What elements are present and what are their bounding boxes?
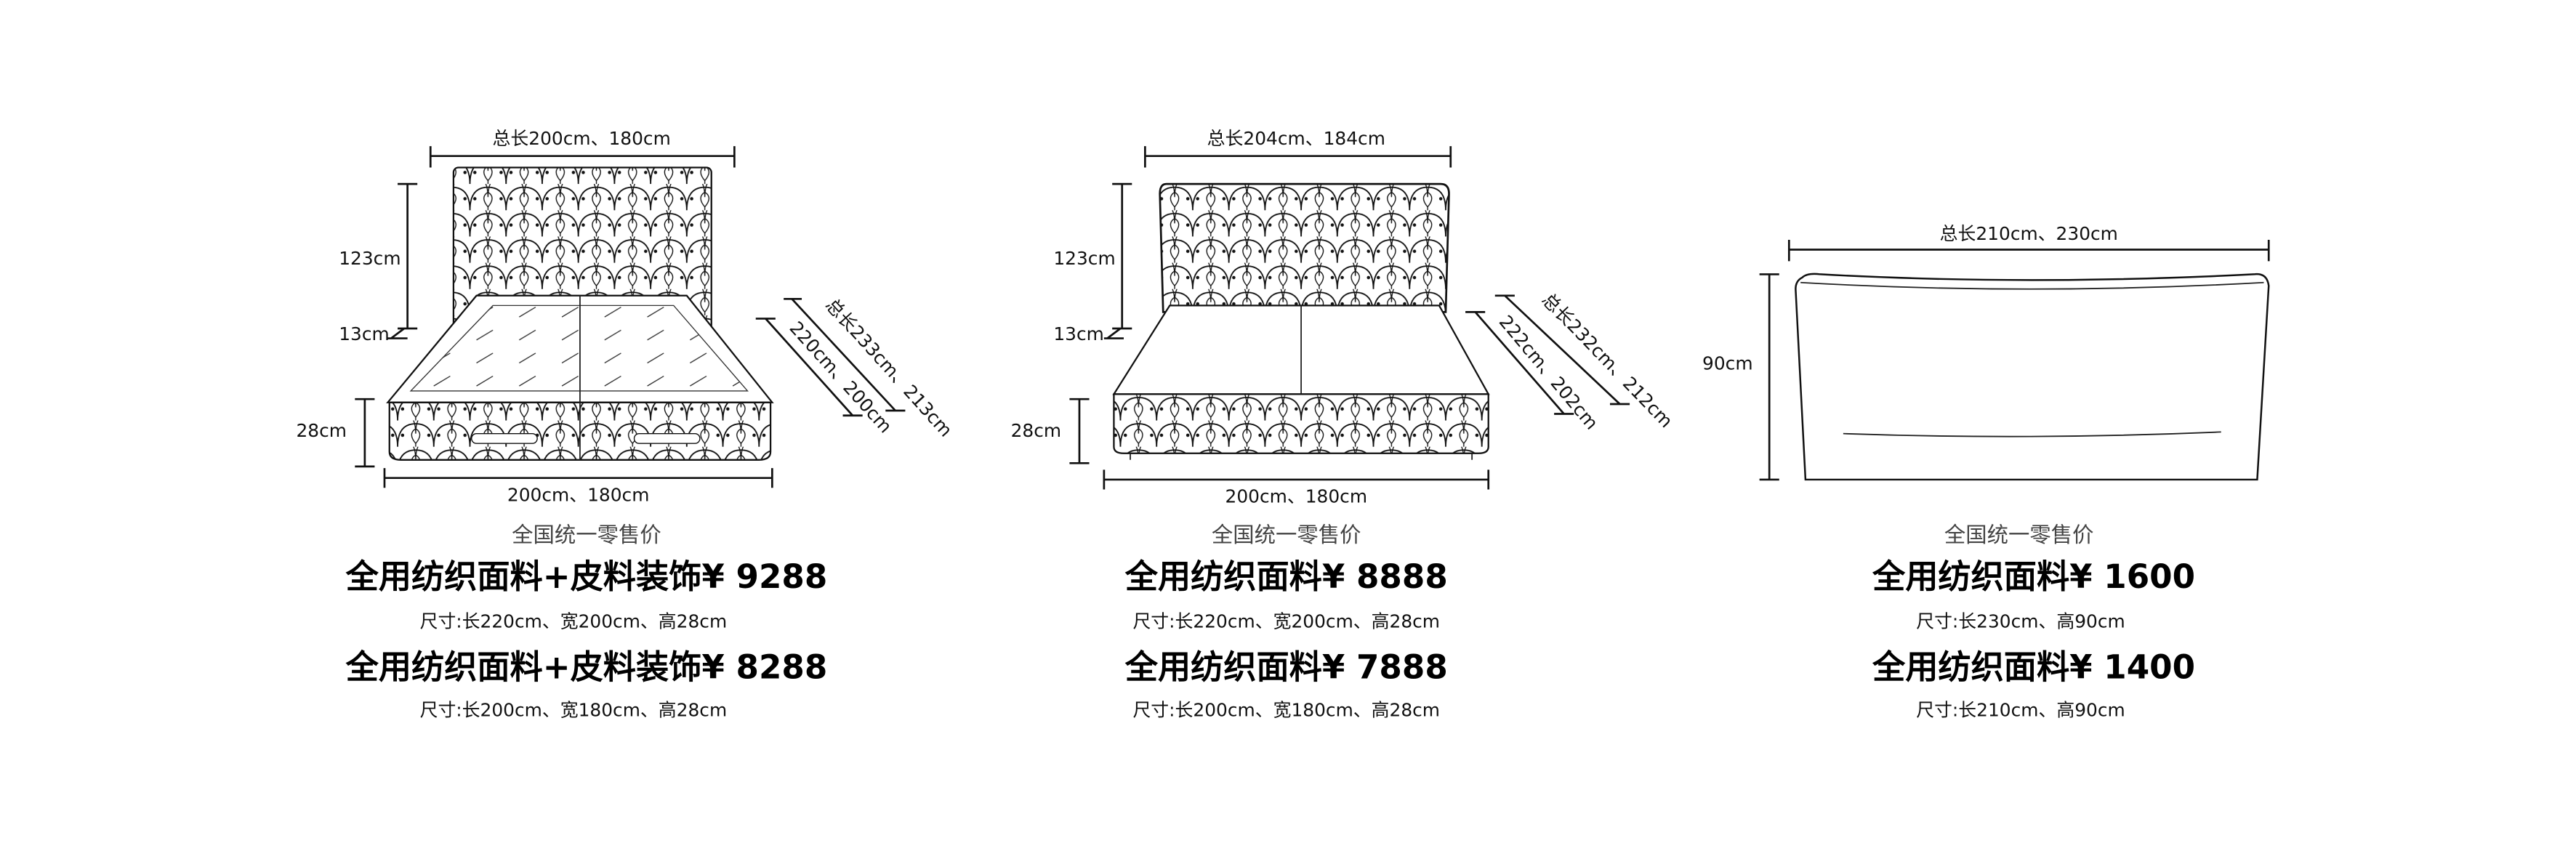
base-height-dimension: 28cm: [296, 398, 375, 468]
bed-2-diagram: 总长204cm、184cm 123cm 13cm 28cm 200cm、180c…: [1011, 128, 1677, 507]
size-spec: 尺寸:长200cm、宽180cm、高28cm: [420, 699, 728, 720]
diag-inner-label: 220cm、200cm: [785, 318, 895, 437]
gap-dimension: 13cm: [339, 323, 408, 344]
height-dimension: 90cm: [1702, 273, 1779, 481]
price-option: 全用纺织面料¥ 1600: [1872, 557, 2195, 596]
size-spec: 尺寸:长220cm、宽200cm、高28cm: [420, 610, 728, 632]
top-dimension-label: 总长200cm、180cm: [493, 128, 671, 149]
headboard-3-diagram: 总长210cm、230cm 90cm: [1702, 223, 2270, 481]
top-dimension-label: 总长204cm、184cm: [1207, 128, 1385, 149]
top-dimension-label: 总长210cm、230cm: [1940, 223, 2118, 244]
headboard-height-label: 123cm: [339, 248, 401, 269]
headboard: [1159, 182, 1450, 313]
bottom-dimension: 200cm、180cm: [1103, 469, 1490, 507]
headboard-3-prices: 全国统一零售价 全用纺织面料¥ 1600 尺寸:长230cm、高90cm 全用纺…: [1872, 523, 2195, 721]
bed-base: [1112, 305, 1490, 460]
bottom-dimension-label: 200cm、180cm: [507, 484, 650, 505]
gap-dimension: 13cm: [1053, 323, 1124, 344]
top-dimension: 总长210cm、230cm: [1787, 223, 2270, 262]
size-spec: 尺寸:长220cm、宽200cm、高28cm: [1132, 610, 1440, 632]
headboard: [1795, 273, 2270, 481]
gap-label: 13cm: [339, 323, 390, 344]
price-option: 全用纺织面料¥ 8888: [1124, 557, 1448, 596]
headboard-height-label: 123cm: [1053, 248, 1115, 269]
gap-label: 13cm: [1053, 323, 1104, 344]
size-spec: 尺寸:长210cm、高90cm: [1916, 699, 2125, 720]
headboard-height-dimension: 123cm: [1053, 182, 1132, 330]
bed-1-diagram: 总长200cm、180cm 123cm 13cm 28cm 200cm、180c…: [296, 128, 956, 505]
price-option: 全用纺织面料+皮料装饰¥ 8288: [345, 648, 828, 686]
bottom-dimension: 200cm、180cm: [383, 468, 773, 505]
base-height-dimension: 28cm: [1011, 398, 1090, 464]
top-dimension: 总长200cm、180cm: [429, 128, 736, 168]
bed-2-prices: 全国统一零售价 全用纺织面料¥ 8888 尺寸:长220cm、宽200cm、高2…: [1124, 523, 1448, 721]
price-option: 全用纺织面料¥ 1400: [1872, 648, 2195, 686]
bed-base: [386, 294, 774, 461]
size-spec: 尺寸:长230cm、高90cm: [1916, 610, 2125, 632]
price-option: 全用纺织面料+皮料装饰¥ 9288: [345, 557, 828, 596]
size-spec: 尺寸:长200cm、宽180cm、高28cm: [1132, 699, 1440, 720]
bottom-dimension-label: 200cm、180cm: [1225, 486, 1368, 507]
price-heading: 全国统一零售价: [1944, 523, 2094, 547]
price-heading: 全国统一零售价: [512, 523, 661, 547]
base-height-label: 28cm: [1011, 420, 1062, 441]
price-heading: 全国统一零售价: [1212, 523, 1361, 547]
top-dimension: 总长204cm、184cm: [1144, 128, 1452, 168]
height-label: 90cm: [1702, 353, 1753, 374]
headboard-height-dimension: 123cm: [339, 182, 418, 330]
base-height-label: 28cm: [296, 420, 347, 441]
price-option: 全用纺织面料¥ 7888: [1124, 648, 1448, 686]
bed-1-prices: 全国统一零售价 全用纺织面料+皮料装饰¥ 9288 尺寸:长220cm、宽200…: [345, 523, 828, 721]
diag-outer-label: 总长232cm、212cm: [1538, 289, 1677, 432]
